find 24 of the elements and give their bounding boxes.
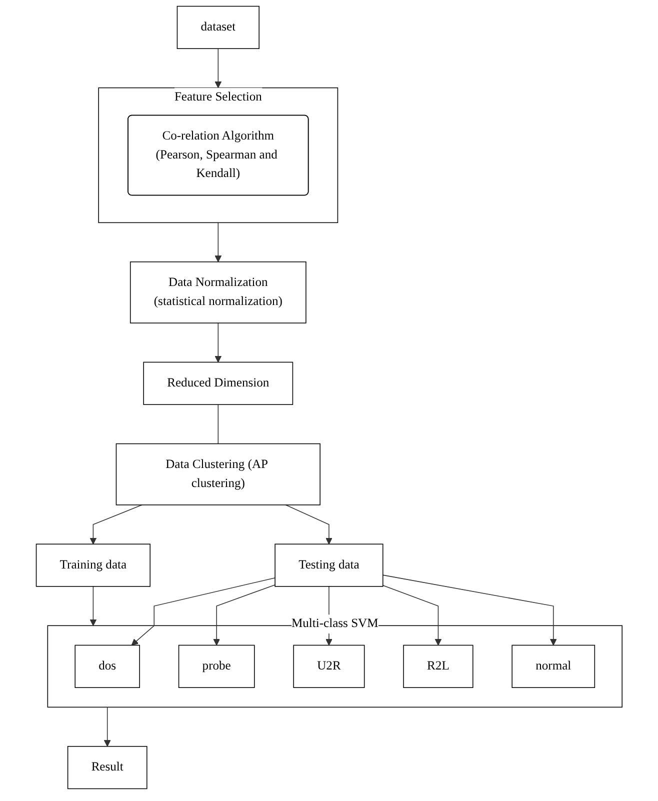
arrow bbox=[214, 222, 222, 262]
node-box: Training data bbox=[36, 544, 150, 587]
arrow bbox=[212, 584, 276, 646]
node-box: U2R bbox=[293, 644, 365, 688]
arrow bbox=[90, 504, 142, 544]
arrow bbox=[214, 48, 222, 88]
arrow bbox=[285, 504, 332, 544]
node-box: R2L bbox=[402, 644, 474, 688]
arrow bbox=[104, 706, 111, 747]
node-box: dataset bbox=[176, 6, 260, 49]
node-box: normal bbox=[512, 644, 595, 688]
node-label: Multi-class SVM bbox=[291, 617, 378, 630]
node-box: Reduced Dimension bbox=[143, 362, 293, 405]
node-box: dos bbox=[74, 644, 140, 688]
arrow bbox=[382, 574, 557, 646]
node-box: Result bbox=[67, 746, 148, 790]
arrow bbox=[131, 577, 276, 646]
node-box: Data Normalization (statistical normalization) bbox=[130, 261, 306, 324]
arrow bbox=[214, 322, 222, 363]
arrow bbox=[382, 585, 442, 646]
arrow bbox=[90, 586, 96, 626]
node-box: Testing data bbox=[274, 544, 384, 587]
node-box: probe bbox=[178, 644, 255, 688]
node-box: Data Clustering (AP clustering) bbox=[116, 443, 320, 506]
